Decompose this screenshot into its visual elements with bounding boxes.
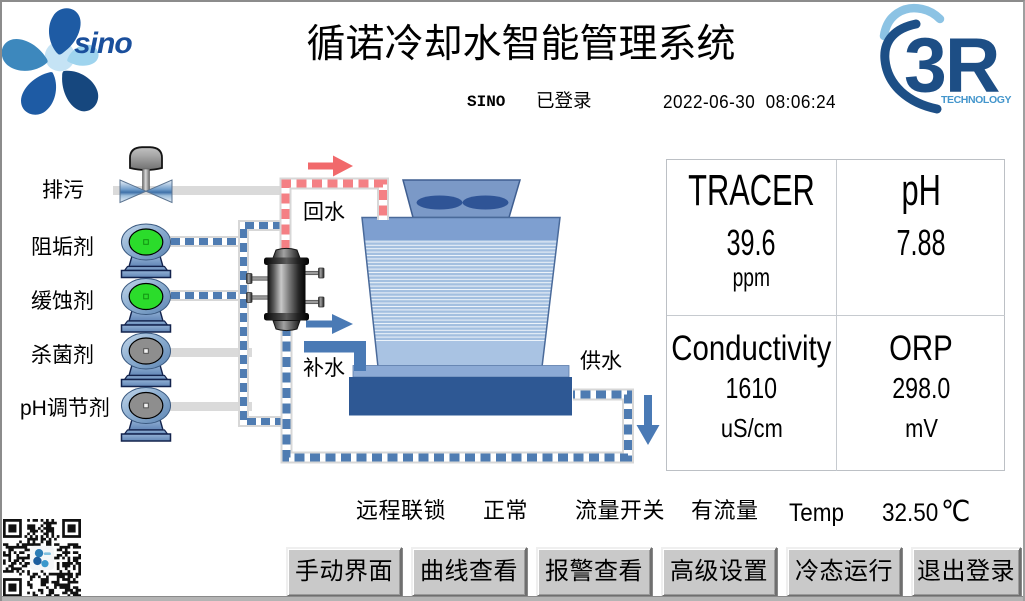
page-title: 循诺冷却水智能管理系统	[306, 23, 736, 66]
logo-3r-text: 3R	[904, 23, 1000, 109]
remote-interlock-label: 远程联锁	[356, 498, 447, 523]
bottom-strip	[0, 596, 1025, 601]
tower-basin-lip	[352, 365, 570, 378]
advanced-settings-button[interactable]: 高级设置	[661, 547, 777, 597]
flow-switch-value: 有流量	[691, 498, 759, 523]
circulation-pipe	[280, 326, 634, 464]
panel-cell-orp: ORP 298.0 mV	[837, 316, 1005, 471]
logout-button[interactable]: 退出登录	[911, 547, 1021, 597]
panel-cell-tracer: TRACER 39.6 ppm	[667, 160, 837, 316]
orp-unit: mV	[904, 413, 938, 443]
logo-3r-subtext: TECHNOLOGY	[941, 94, 1011, 106]
logo-3r-swoosh-icon	[879, 3, 945, 114]
label-scale-inhibitor: 阻垢剂	[31, 235, 94, 259]
qr-center-logo-icon	[29, 545, 55, 571]
label-supply-water: 供水	[580, 350, 622, 373]
login-username: SINO	[467, 93, 506, 111]
logo-3r: 3R TECHNOLOGY	[879, 3, 1012, 114]
measurement-panel: TRACER 39.6 ppm pH 7.88 Conductivity 161…	[666, 159, 1005, 471]
pump-corrosion-inhibitor	[120, 278, 172, 333]
conductivity-label: Conductivity	[671, 329, 832, 368]
return-flow-arrow	[308, 155, 353, 177]
makeup-flow-arrow	[306, 314, 353, 334]
orp-label: ORP	[889, 329, 953, 368]
temperature-label: Temp	[789, 499, 845, 527]
tower-basin	[349, 377, 572, 416]
tower-fan-blade-left	[416, 195, 463, 210]
temperature-unit: ℃	[941, 496, 971, 528]
sensor-vessel	[246, 247, 325, 332]
pump-ph-adjuster	[120, 387, 172, 442]
cooling-tower	[349, 179, 572, 416]
pump-scale-inhibitor	[120, 223, 172, 279]
return-pipe	[279, 177, 389, 252]
dosing-header-pipe	[238, 220, 282, 427]
pump-biocide	[120, 332, 172, 388]
ph-value: 7.88	[896, 221, 946, 263]
flow-switch-label: 流量开关	[575, 498, 666, 523]
tracer-unit: ppm	[732, 262, 771, 292]
orp-value: 298.0	[891, 373, 951, 405]
makeup-pipe	[304, 341, 366, 371]
conductivity-unit: uS/cm	[720, 413, 783, 443]
cold-run-button[interactable]: 冷态运行	[786, 547, 902, 597]
curve-view-button[interactable]: 曲线查看	[411, 547, 527, 597]
remote-interlock-value: 正常	[483, 498, 529, 523]
alarm-view-button[interactable]: 报警查看	[536, 547, 652, 597]
label-biocide: 杀菌剂	[31, 343, 94, 367]
label-corrosion-inhibitor: 缓蚀剂	[31, 289, 94, 313]
temperature-value: 32.50	[882, 499, 939, 527]
panel-cell-conductivity: Conductivity 1610 uS/cm	[667, 316, 837, 471]
label-blowdown: 排污	[42, 179, 84, 202]
sino-logo: sino	[1, 8, 133, 115]
vessel-nozzles	[246, 267, 325, 308]
tracer-value: 39.6	[726, 221, 777, 263]
login-datetime: 2022-06-30 08:06:24	[663, 92, 837, 112]
sino-logo-text: sino	[74, 27, 132, 60]
label-makeup-water: 补水	[303, 357, 345, 380]
manual-screen-button[interactable]: 手动界面	[286, 547, 402, 597]
label-ph-adjuster: pH调节剂	[20, 396, 110, 420]
tower-fan-blade-right	[462, 195, 509, 210]
qr-code	[3, 519, 81, 597]
sino-flower-icon	[1, 8, 99, 115]
tracer-label: TRACER	[688, 166, 815, 215]
conductivity-value: 1610	[725, 373, 778, 405]
ph-label: pH	[901, 166, 941, 215]
blowdown-valve	[119, 146, 173, 204]
supply-flow-arrow	[636, 395, 660, 445]
login-status: 已登录	[536, 90, 592, 111]
panel-cell-ph: pH 7.88	[837, 160, 1005, 316]
label-return-water: 回水	[303, 201, 345, 224]
